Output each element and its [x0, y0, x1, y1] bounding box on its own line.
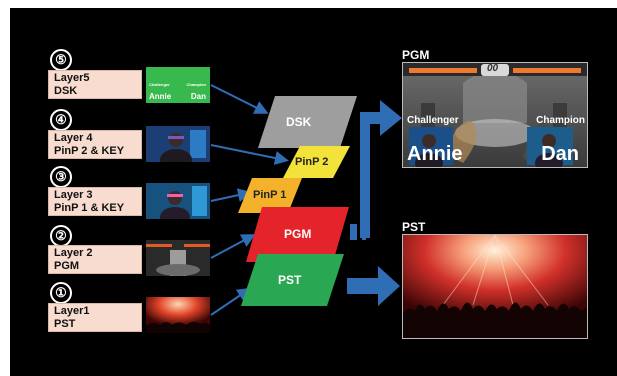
layer-2-name: Layer 2 [54, 247, 93, 259]
pgm-layer-label: PGM [284, 227, 312, 241]
dsk-thumbnail: Challenger Champion Annie Dan [146, 67, 210, 103]
layer-1-box: Layer1 PST [48, 303, 142, 332]
dsk-thumb-right-name: Dan [190, 92, 206, 101]
pst-output-arrow [347, 266, 400, 306]
dsk-layer-label: DSK [286, 115, 312, 129]
dsk-thumb-left-name: Annie [149, 92, 172, 101]
pgm-challenger-label: Challenger [407, 115, 459, 126]
pst-output-screen [402, 234, 588, 339]
concert-image [146, 297, 210, 333]
pinp2-layer-label: PinP 2 [295, 156, 329, 168]
connector-pst [210, 287, 252, 316]
pgm-champion-label: Champion [536, 115, 585, 126]
layer-2-box: Layer 2 PGM [48, 245, 142, 274]
layer-5-box: Layer5 DSK [48, 70, 142, 99]
layer-2-role: PGM [54, 260, 80, 272]
pst-layer-shape [241, 254, 344, 306]
player-webcam-image [146, 183, 210, 219]
layer-4-role: PinP 2 & KEY [54, 145, 125, 157]
pinp1-thumbnail [146, 183, 210, 219]
pgm-layer-shape [246, 207, 349, 262]
dsk-thumb-challenger: Challenger [149, 82, 170, 87]
pgm-left-name: Annie [407, 143, 463, 165]
connector-pinp2 [210, 144, 289, 165]
game-scene-image [146, 240, 210, 276]
pst-output-title: PST [402, 220, 426, 234]
pinp2-thumbnail [146, 126, 210, 162]
pgm-output-title: PGM [402, 48, 430, 62]
pgm-output-screen: 00 Challenger Champion Annie Dan [402, 62, 588, 168]
layer-3-role: PinP 1 & KEY [54, 202, 125, 214]
pst-concert-scene [403, 235, 587, 338]
pst-thumbnail [146, 297, 210, 333]
connector-pinp1 [210, 188, 252, 202]
layer-3-box: Layer 3 PinP 1 & KEY [48, 187, 142, 216]
pst-layer-label: PST [278, 273, 302, 287]
pgm-right-name: Dan [541, 143, 579, 165]
connector-pgm [210, 234, 256, 259]
layer-5-name: Layer5 [54, 72, 90, 84]
pgm-output-arrow [350, 100, 402, 238]
dsk-thumb-champion: Champion [186, 82, 206, 87]
dsk-layer-shape [258, 96, 357, 148]
layer-1-role: PST [54, 318, 76, 330]
pinp2-layer-shape [283, 146, 350, 178]
player-webcam-image [146, 126, 210, 162]
pgm-score: 00 [487, 63, 499, 74]
layer-3-name: Layer 3 [54, 189, 93, 201]
pgm-arrow-stripes [350, 224, 366, 240]
layer-1-name: Layer1 [54, 305, 90, 317]
pgm-thumbnail [146, 240, 210, 276]
pgm-player-cams [409, 127, 573, 167]
pinp1-layer-shape [238, 178, 302, 213]
pinp1-layer-label: PinP 1 [253, 189, 287, 201]
layer-5-role: DSK [54, 85, 78, 97]
layer-4-box: Layer 4 PinP 2 & KEY [48, 130, 142, 159]
layer-4-name: Layer 4 [54, 132, 93, 144]
connector-dsk [210, 84, 269, 114]
